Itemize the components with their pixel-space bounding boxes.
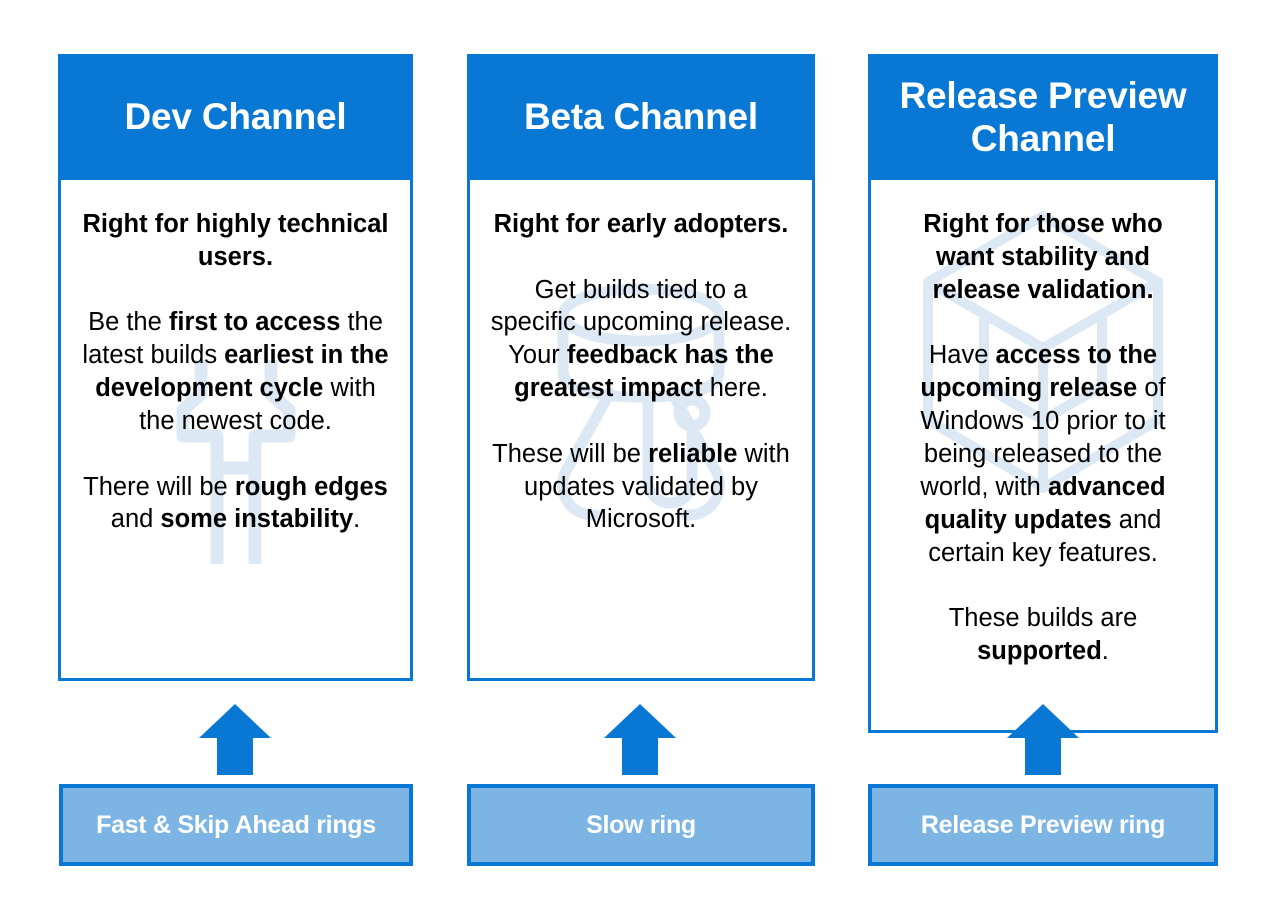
channel-para-rp-2: These builds are supported. [948, 604, 1138, 666]
channel-body-release-preview: Right for those who want stability and r… [868, 180, 1218, 733]
channel-column-beta: Beta Channel Right for [467, 54, 815, 681]
channel-lead-release-preview: Right for those who want stability and r… [923, 210, 1163, 304]
up-arrow-icon-release-preview [1006, 702, 1080, 776]
ring-box-dev: Fast & Skip Ahead rings [59, 784, 413, 866]
channel-para-rp-1: Have access to the upcoming release of W… [920, 341, 1166, 567]
ring-box-beta: Slow ring [467, 784, 815, 866]
channel-column-release-preview: Release Preview Channel Right for those … [868, 54, 1218, 733]
channel-header-dev: Dev Channel [58, 54, 413, 180]
channel-lead-dev: Right for highly technical users. [82, 210, 389, 271]
channel-header-release-preview: Release Preview Channel [868, 54, 1218, 180]
channel-body-beta: Right for early adopters. Get builds tie… [467, 180, 815, 681]
channel-text-release-preview: Right for those who want stability and r… [891, 208, 1195, 668]
channel-lead-beta: Right for early adopters. [493, 210, 789, 238]
channel-text-beta: Right for early adopters. Get builds tie… [490, 208, 792, 536]
channel-para-dev-1: Be the first to access the latest builds… [82, 308, 389, 436]
channel-header-beta: Beta Channel [467, 54, 815, 180]
channel-body-dev: Right for highly technical users. Be the… [58, 180, 413, 681]
up-arrow-icon-dev [198, 702, 272, 776]
channel-para-dev-2: There will be rough edges and some insta… [83, 472, 388, 534]
channel-column-dev: Dev Channel Right for highly technical u… [58, 54, 413, 681]
up-arrow-icon-beta [603, 702, 677, 776]
ring-box-release-preview: Release Preview ring [868, 784, 1218, 866]
channel-para-beta-2: These will be reliable with updates vali… [492, 439, 790, 534]
channel-para-beta-1: Get builds tied to a specific upcoming r… [490, 275, 792, 403]
channel-text-dev: Right for highly technical users. Be the… [81, 208, 390, 536]
